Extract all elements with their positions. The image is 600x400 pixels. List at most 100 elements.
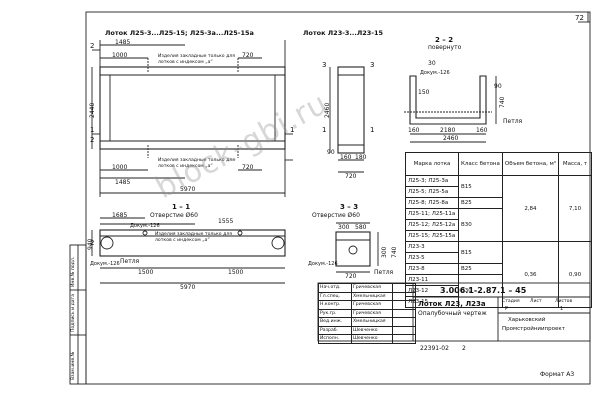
- s11-doc-top: Докум.-126: [130, 223, 160, 229]
- stamp-sign: [392, 317, 416, 327]
- spec-header-class: Класс бетона: [458, 152, 503, 176]
- section-22-label-30: 30: [428, 60, 436, 67]
- section-33-title: 3 – 3: [340, 203, 359, 211]
- s33-doc: Докум.-126: [308, 261, 338, 267]
- end-dim-90: 90: [327, 149, 335, 156]
- page-number: 72: [575, 14, 584, 22]
- spec-header-volume: Объем бетона, м³: [501, 152, 559, 176]
- stamp-name: Гричевская: [351, 300, 393, 310]
- end-marker-1-left: 1: [322, 126, 327, 134]
- stamp-role: Вед.инж.: [318, 317, 352, 327]
- table-row: Разраб.Шевченко: [318, 325, 416, 335]
- note-embedded-top: Изделия закладные только для лотков с ин…: [158, 54, 235, 65]
- stamp-name: Хмельницкая: [351, 291, 393, 301]
- section-22-subtitle: повернуто: [428, 44, 462, 51]
- section-33-outline: [335, 231, 371, 267]
- format-label: Формат А3: [540, 371, 575, 378]
- dim-bottom-1: 1000: [112, 164, 128, 171]
- stamp-role: Нач.отд.: [318, 283, 352, 293]
- table-row: Нач.отд.Гричевская: [318, 283, 416, 293]
- end-marker-3-right: 3: [370, 61, 375, 69]
- s11-marker-2: 2: [90, 239, 95, 247]
- top-view-title: Лоток Л25-3...Л25-15; Л25-3а...Л25-15а: [105, 29, 254, 37]
- strip-signature: Подпись и дата: [71, 293, 76, 332]
- s22-dim-2460: 2460: [443, 135, 459, 142]
- stage-header-stage: Стадия: [502, 299, 520, 304]
- strip-inv: Инв.№ подл.: [71, 256, 76, 287]
- stamp-name: Гричевская: [351, 308, 393, 318]
- s11-dim-1555: 1555: [218, 218, 234, 225]
- s22-dim-160a: 160: [408, 127, 420, 134]
- s33-dim-580: 580: [355, 224, 367, 231]
- overall-length: 5970: [180, 186, 196, 193]
- stage-value: Р: [505, 306, 509, 312]
- spec-volume: 2,84: [501, 175, 559, 242]
- dim-bottom-2: 720: [242, 164, 254, 171]
- table-row: Л23-5: [405, 252, 592, 264]
- marker-1-right: 1: [290, 126, 295, 134]
- stamp-role: Рук.гр.: [318, 308, 352, 318]
- s11-loop: Петля: [120, 258, 140, 265]
- spec-table: Марка лотка Класс бетона Объем бетона, м…: [405, 152, 592, 308]
- section-11-note: Изделия закладные только для лотков с ин…: [155, 232, 232, 243]
- strip-replace: Взам.инв.№: [71, 351, 76, 380]
- stamp-name: Шевченко: [351, 334, 393, 344]
- marker-2-top-left: 2: [90, 42, 95, 50]
- stamp-sign: [392, 334, 416, 344]
- spec-class: В25: [458, 197, 503, 209]
- s33-dim-300a: 300: [338, 224, 350, 231]
- spec-class: В15: [458, 175, 503, 198]
- s11-dim-1500b: 1500: [228, 269, 244, 276]
- drawing-name-2: Опалубочный чертеж: [418, 310, 487, 317]
- table-row: Гл.спец.Хмельницкая: [318, 291, 416, 301]
- s11-overall: 5970: [180, 284, 196, 291]
- section-11-opening: Отверстие Ø60: [150, 212, 198, 219]
- spec-mark: Л25-5; Л25-5а: [405, 186, 459, 198]
- stage-header-sheet: Лист: [530, 299, 542, 304]
- s33-loop: Петля: [374, 269, 394, 276]
- s33-dim-300b: 300: [381, 246, 388, 258]
- height-left: 2440: [89, 102, 96, 118]
- spec-mark: Л23-15: [405, 296, 459, 308]
- s22-dim-2180: 2180: [440, 127, 456, 134]
- spec-header-mass: Масса, т: [557, 152, 592, 176]
- section-22-doc: Докум.-126: [420, 70, 450, 76]
- spec-class: В30: [458, 274, 503, 308]
- dim-top-2: 1000: [112, 52, 128, 59]
- archive-number: 22391-02: [420, 345, 449, 352]
- spec-mass: 7,10: [557, 175, 592, 242]
- s22-dim-740: 740: [499, 96, 506, 108]
- end-dim-720: 720: [345, 173, 357, 180]
- section-22-loop: Петля: [503, 118, 523, 125]
- section-11-outline: [99, 229, 286, 257]
- stamp-role: Гл.спец.: [318, 291, 352, 301]
- document-code: 3.006.1-2.87.1 – 45: [440, 286, 527, 295]
- spec-mass: 0,90: [557, 241, 592, 308]
- section-22-label-150: 150: [418, 89, 430, 96]
- end-view-outline: [337, 66, 365, 154]
- end-view-title: Лоток Л23-3...Л23-15: [303, 29, 384, 37]
- end-marker-3-top: 3: [322, 61, 327, 69]
- marker-2-bottom-left: 2: [90, 136, 95, 144]
- end-dim-180: 180: [355, 154, 367, 161]
- table-row: Рук.гр.Гричевская: [318, 308, 416, 318]
- end-dim-160: 160: [340, 154, 352, 161]
- spec-header-row: Марка лотка Класс бетона Объем бетона, м…: [405, 152, 592, 176]
- s11-dim-1500a: 1500: [138, 269, 154, 276]
- drawing-name-1: Лоток Л23, Л23а: [418, 300, 486, 308]
- stamp-role: Н.контр.: [318, 300, 352, 310]
- s11-doc-bottom: Докум.-126: [90, 261, 120, 267]
- stamp-name: Шевченко: [351, 325, 393, 335]
- spec-mark: Л23-3: [405, 241, 459, 253]
- table-row: Исполн.Шевченко: [318, 334, 416, 344]
- end-marker-1-right: 1: [370, 126, 375, 134]
- spec-mark: Л25-11; Л25-11а: [405, 208, 459, 220]
- org-line-1: Харьковский: [508, 317, 546, 323]
- s22-dim-90: 90: [494, 83, 502, 90]
- stamp-sign: [392, 325, 416, 335]
